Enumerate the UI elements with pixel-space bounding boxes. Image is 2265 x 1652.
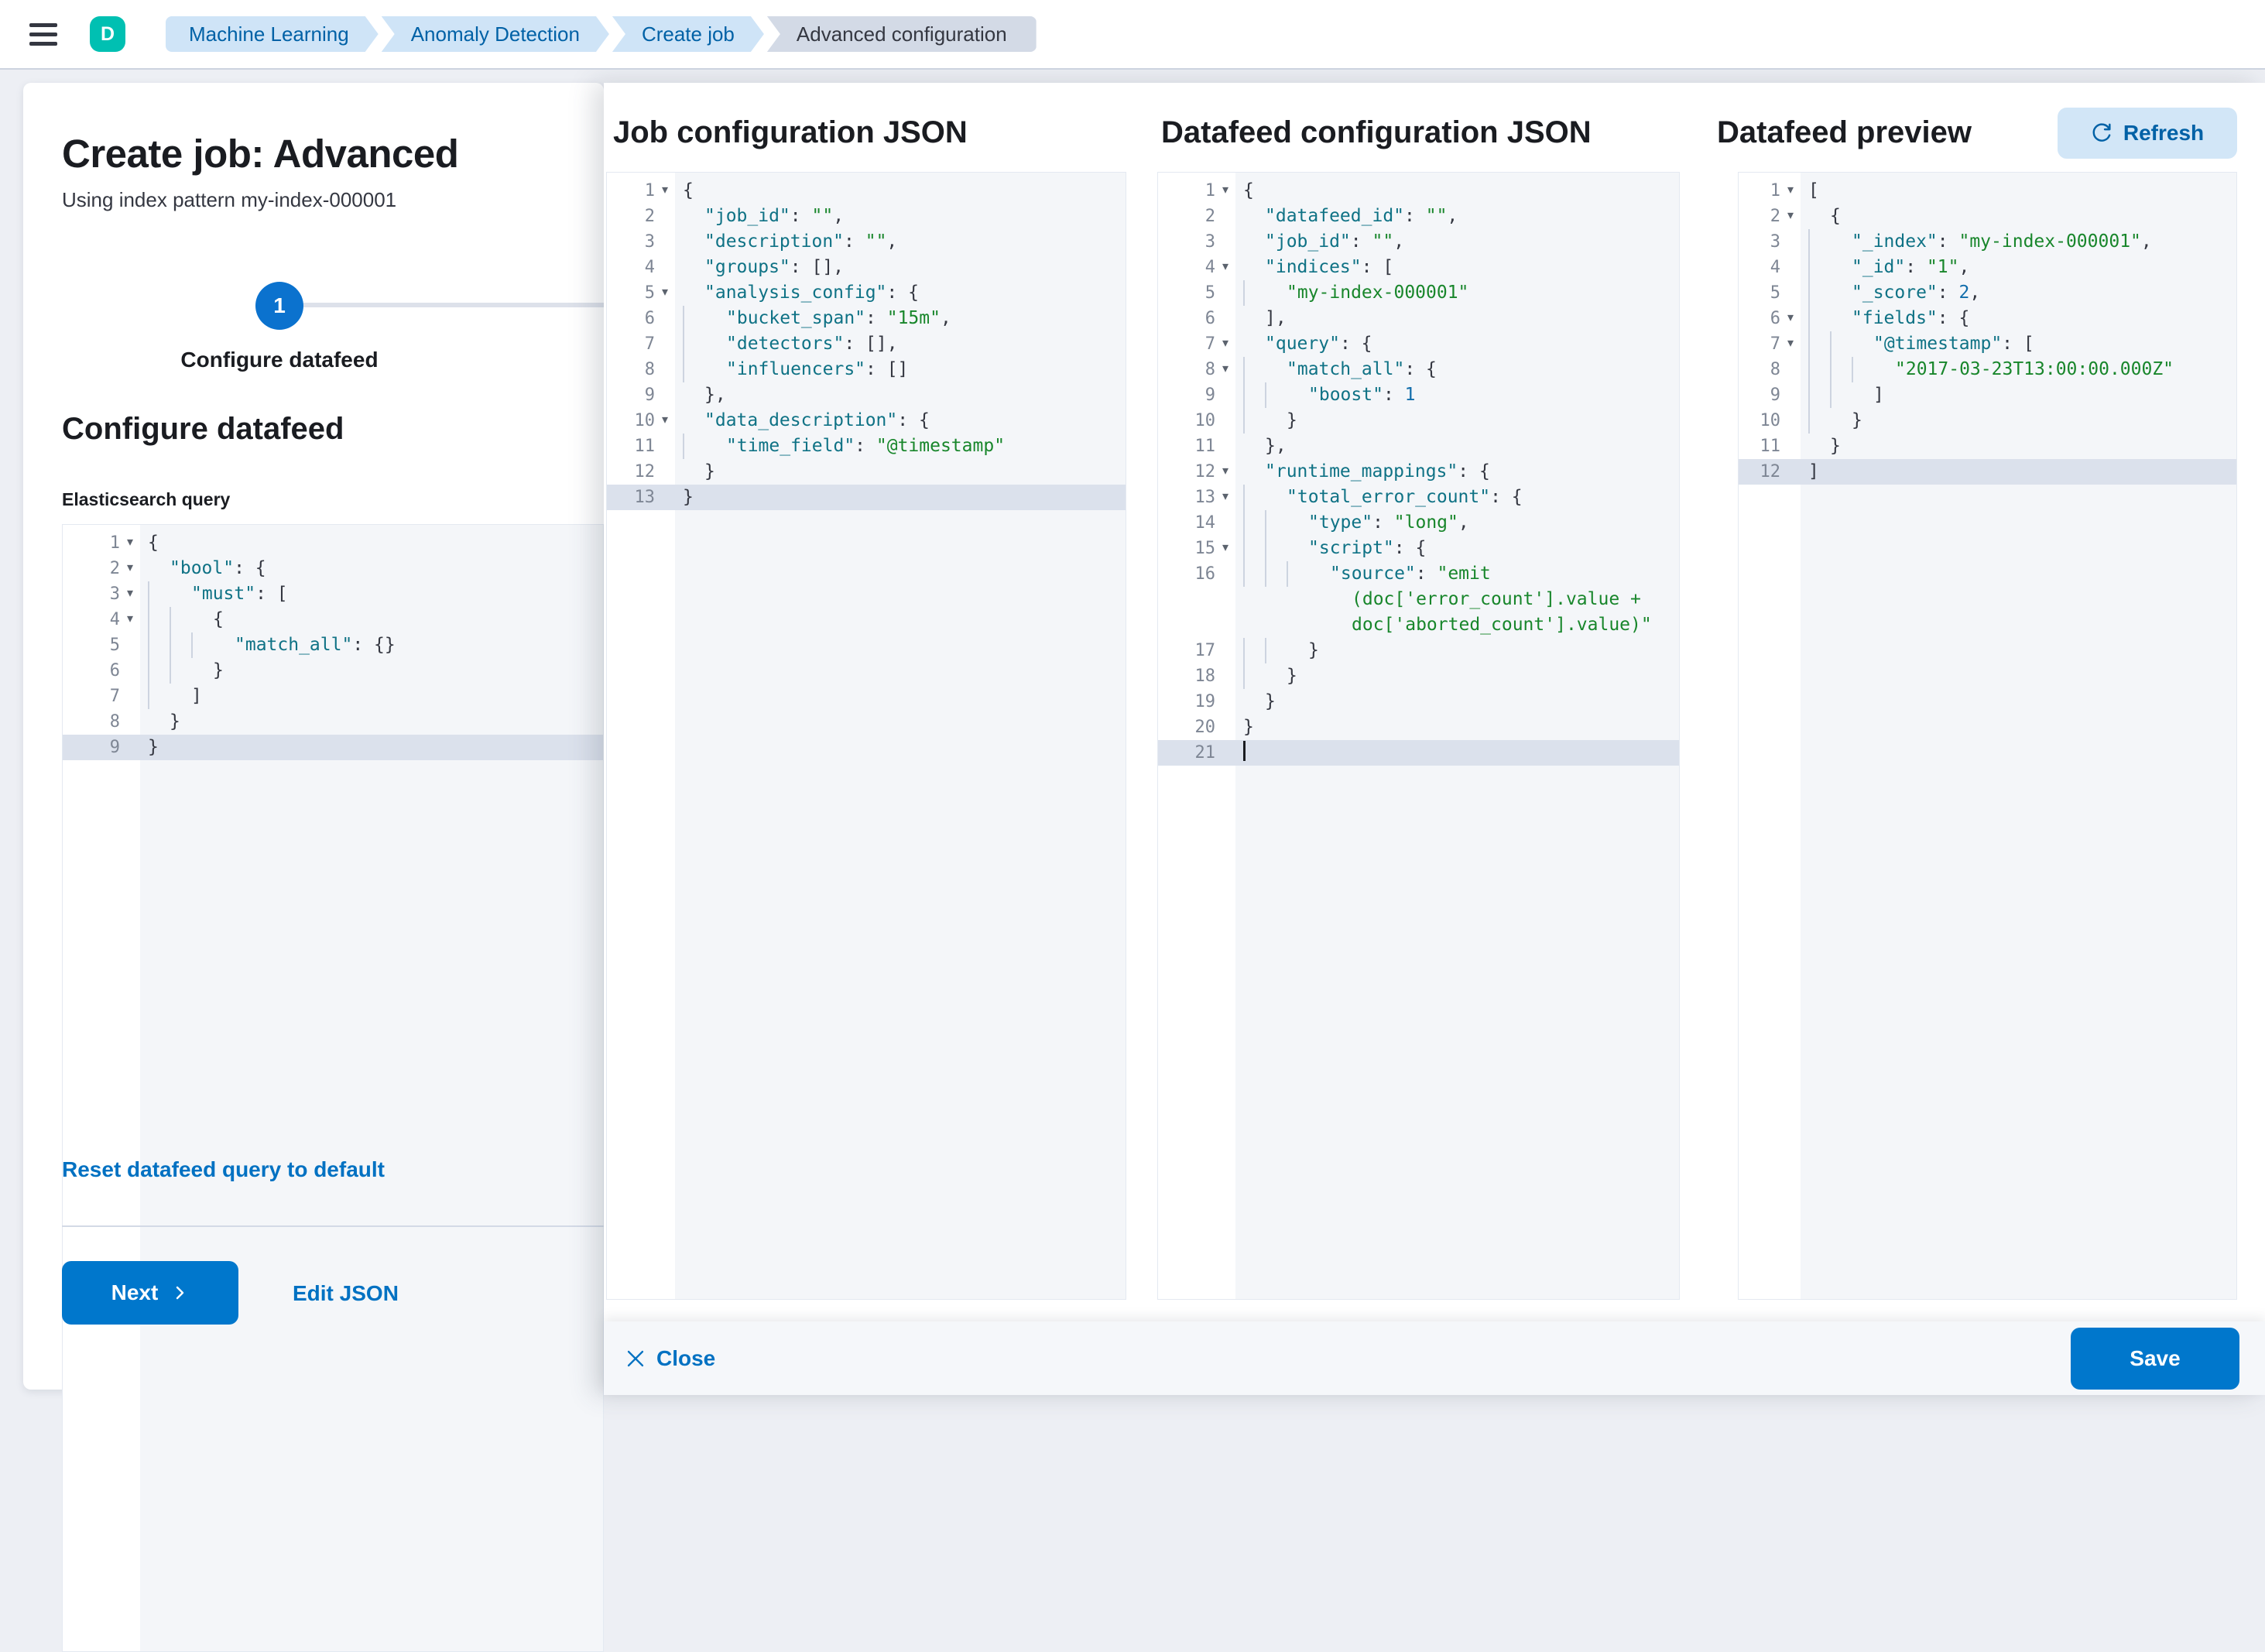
code-line: 17} (1158, 638, 1679, 663)
code-line: 12▾"runtime_mappings": { (1194, 461, 1490, 482)
job-config-title: Job configuration JSON (613, 115, 968, 149)
code-line: 4▾{ (63, 607, 603, 632)
code-line: 9] (1739, 382, 2236, 408)
step-1-indicator[interactable]: 1 (255, 282, 303, 330)
breadcrumb-advanced-configuration: Advanced configuration (766, 16, 1037, 52)
code-line: 7] (63, 684, 603, 709)
code-line: 2▾"bool": { (109, 558, 266, 578)
code-line: 5"_score": 2, (1739, 280, 2236, 306)
code-line: 12] (1739, 459, 2236, 485)
section-heading: Configure datafeed (62, 412, 344, 446)
code-line: 10} (1158, 408, 1679, 434)
code-line: 2"job_id": "", (644, 206, 845, 226)
code-line: 19} (1194, 691, 1276, 711)
code-line: 16"source": "emit (1158, 561, 1679, 587)
code-line: 6], (1204, 308, 1287, 328)
code-line: 1▾{ (1204, 180, 1254, 201)
code-line: 3"_index": "my-index-000001", (1739, 229, 2236, 255)
code-line: 11}, (1194, 436, 1287, 456)
refresh-button[interactable]: Refresh (2058, 108, 2237, 159)
code-line: 4"groups": [], (644, 257, 845, 277)
code-line: 15▾"script": { (1158, 536, 1679, 561)
index-pattern-subtitle: Using index pattern my-index-000001 (62, 188, 397, 211)
step-progress-line (303, 303, 604, 307)
datafeed-config-title: Datafeed configuration JSON (1161, 115, 1592, 149)
code-line: 13▾"total_error_count": { (1158, 485, 1679, 510)
code-line: 9} (63, 735, 603, 760)
save-button[interactable]: Save (2071, 1327, 2239, 1390)
code-line: 11} (1760, 436, 1841, 456)
refresh-icon (2092, 123, 2111, 142)
code-line: 7▾"@timestamp": [ (1739, 331, 2236, 357)
refresh-button-label: Refresh (2123, 121, 2205, 145)
code-line: 5▾"analysis_config": { (644, 283, 919, 303)
code-line: 2"datafeed_id": "", (1204, 206, 1458, 226)
breadcrumb-machine-learning[interactable]: Machine Learning (166, 16, 379, 52)
code-line: 6▾"fields": { (1739, 306, 2236, 331)
chevron-right-icon (176, 1286, 184, 1300)
code-line: 1▾[ (1770, 180, 1819, 201)
code-line: 5"match_all": {} (63, 632, 603, 658)
page-title: Create job: Advanced (62, 132, 459, 176)
datafeed-preview-editor[interactable]: 1▾[ 2▾{ 3"_index": "my-index-000001",4"_id… (1738, 172, 2237, 1300)
code-line: 7▾"query": { (1204, 334, 1372, 354)
code-line: 13} (607, 485, 1126, 510)
code-line: 5"my-index-000001" (1158, 280, 1679, 306)
create-job-wizard-panel: Create job: Advanced Using index pattern… (23, 83, 604, 1652)
code-line: 21 (1158, 740, 1679, 766)
code-line: 8"influencers": [] (607, 357, 1126, 382)
breadcrumb-create-job[interactable]: Create job (612, 16, 764, 52)
code-line: 6} (63, 658, 603, 684)
code-line: 8} (109, 711, 180, 732)
code-line: 9"boost": 1 (1158, 382, 1679, 408)
code-line: (doc['error_count'].value + (1352, 589, 1641, 609)
code-line: 11"time_field": "@timestamp" (607, 434, 1126, 459)
breadcrumb: Machine Learning Anomaly Detection Creat… (166, 16, 1037, 52)
elasticsearch-query-label: Elasticsearch query (62, 489, 231, 509)
code-line: 10▾"data_description": { (634, 410, 930, 430)
top-navigation-bar: D Machine Learning Anomaly Detection Cre… (0, 0, 2265, 70)
code-line: 7"detectors": [], (607, 331, 1126, 357)
close-button[interactable]: Close (625, 1346, 715, 1371)
code-line: 8▾"match_all": { (1158, 357, 1679, 382)
code-line: 3"job_id": "", (1204, 231, 1405, 252)
code-line: 4▾"indices": [ (1204, 257, 1394, 277)
code-line: 1▾{ (109, 533, 159, 553)
reset-datafeed-query-link[interactable]: Reset datafeed query to default (62, 1157, 385, 1181)
close-button-label: Close (656, 1345, 716, 1370)
divider (62, 1225, 604, 1227)
menu-icon[interactable] (29, 18, 57, 51)
datafeed-preview-title: Datafeed preview (1717, 115, 1972, 149)
elasticsearch-query-editor[interactable]: 1▾{ 2▾"bool": { 3▾"must": [4▾{5"match_all"… (62, 524, 604, 1652)
code-line: 9}, (644, 385, 726, 405)
job-config-json-editor[interactable]: 1▾{ 2"job_id": "", 3"description": "", 4"gr… (606, 172, 1126, 1300)
code-line: 6"bucket_span": "15m", (607, 306, 1126, 331)
code-line: 10} (1739, 408, 2236, 434)
code-line: 2▾{ (1770, 206, 1841, 226)
code-line: doc['aborted_count'].value)" (1352, 615, 1652, 635)
step-1-label: Configure datafeed (180, 348, 379, 372)
datafeed-config-json-editor[interactable]: 1▾{ 2"datafeed_id": "", 3"job_id": "", 4▾"i… (1157, 172, 1680, 1300)
edit-json-flyout: Job configuration JSON Datafeed configur… (604, 83, 2265, 1395)
avatar[interactable]: D (90, 16, 125, 52)
breadcrumb-anomaly-detection[interactable]: Anomaly Detection (382, 16, 609, 52)
close-icon (627, 1350, 644, 1366)
code-line: 12} (634, 461, 715, 482)
code-line: 4"_id": "1", (1739, 255, 2236, 280)
code-line: 3"description": "", (644, 231, 898, 252)
flyout-footer: Close Save (604, 1321, 2265, 1395)
code-line: 8"2017-03-23T13:00:00.000Z" (1739, 357, 2236, 382)
code-line: 18} (1158, 663, 1679, 689)
next-button-label: Next (111, 1280, 159, 1304)
next-button[interactable]: Next (62, 1261, 238, 1325)
code-line: 20} (1194, 717, 1254, 737)
edit-json-link[interactable]: Edit JSON (293, 1281, 399, 1305)
code-line: 3▾"must": [ (63, 581, 603, 607)
code-line: 14"type": "long", (1158, 510, 1679, 536)
code-line: 1▾{ (644, 180, 694, 201)
